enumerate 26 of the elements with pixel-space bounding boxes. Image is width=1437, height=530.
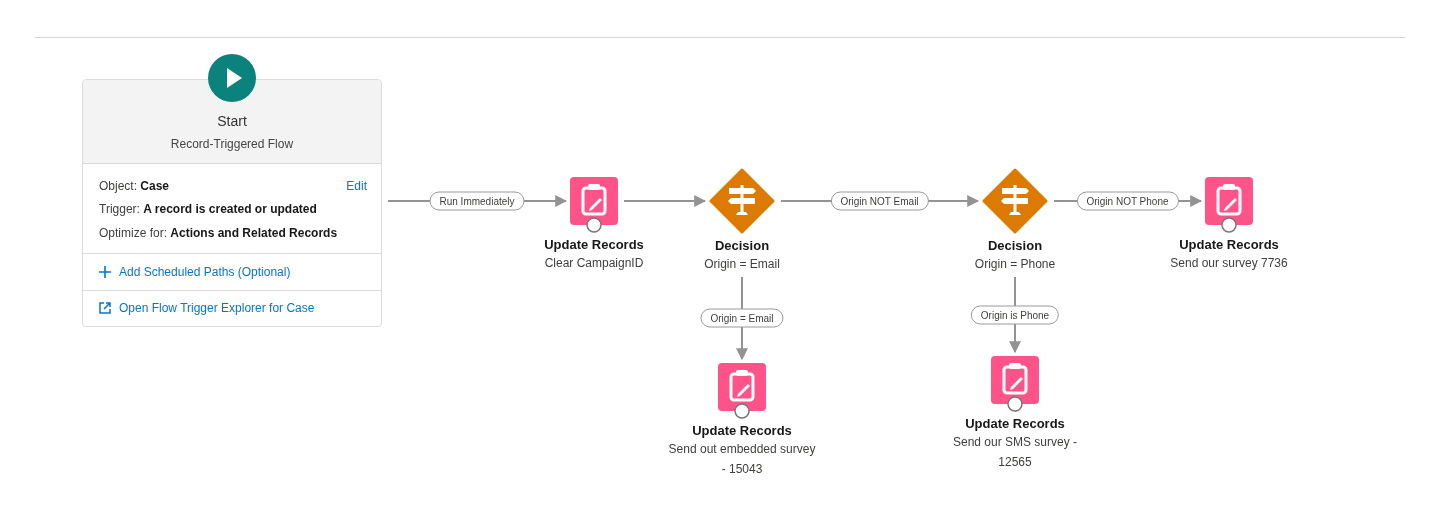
node-title: Update Records: [544, 237, 644, 253]
edge-label: Origin is Phone: [970, 305, 1060, 324]
node-title: Decision: [714, 238, 770, 254]
node-description: Origin = Phone: [974, 256, 1056, 273]
edit-link: Edit: [346, 178, 367, 193]
node-description: Clear CampaignID: [544, 255, 644, 272]
edge-label: Origin = Email: [700, 308, 784, 328]
node-title: Start: [216, 112, 248, 131]
node-title: Update Records: [1179, 237, 1279, 253]
node-description: Send our SMS survey - 12565: [951, 434, 1079, 471]
edge-label: Origin NOT Email: [830, 191, 929, 211]
trigger-explorer-link: Open Flow Trigger Explorer for Case: [119, 301, 315, 315]
node-title: Update Records: [692, 423, 792, 439]
node-title: Decision: [987, 238, 1043, 254]
node-title: Update Records: [965, 416, 1065, 432]
node-description: Send out embedded survey - 15043: [667, 441, 817, 478]
edge-label: Origin NOT Phone: [1076, 191, 1179, 211]
trigger-text: Trigger: A record is created or updated: [99, 202, 317, 217]
node-description: Origin = Email: [704, 256, 780, 273]
add-paths-link: Add Scheduled Paths (Optional): [119, 264, 291, 279]
node-subtitle: Record-Triggered Flow: [169, 136, 295, 153]
object-text: Object: Case: [99, 178, 170, 193]
node-description: Send our survey 7736: [1170, 255, 1288, 272]
edge-label: Run Immediately: [429, 191, 525, 211]
optimize-text: Optimize for: Actions and Related Records: [99, 225, 338, 240]
connector-arrow: [623, 195, 707, 207]
